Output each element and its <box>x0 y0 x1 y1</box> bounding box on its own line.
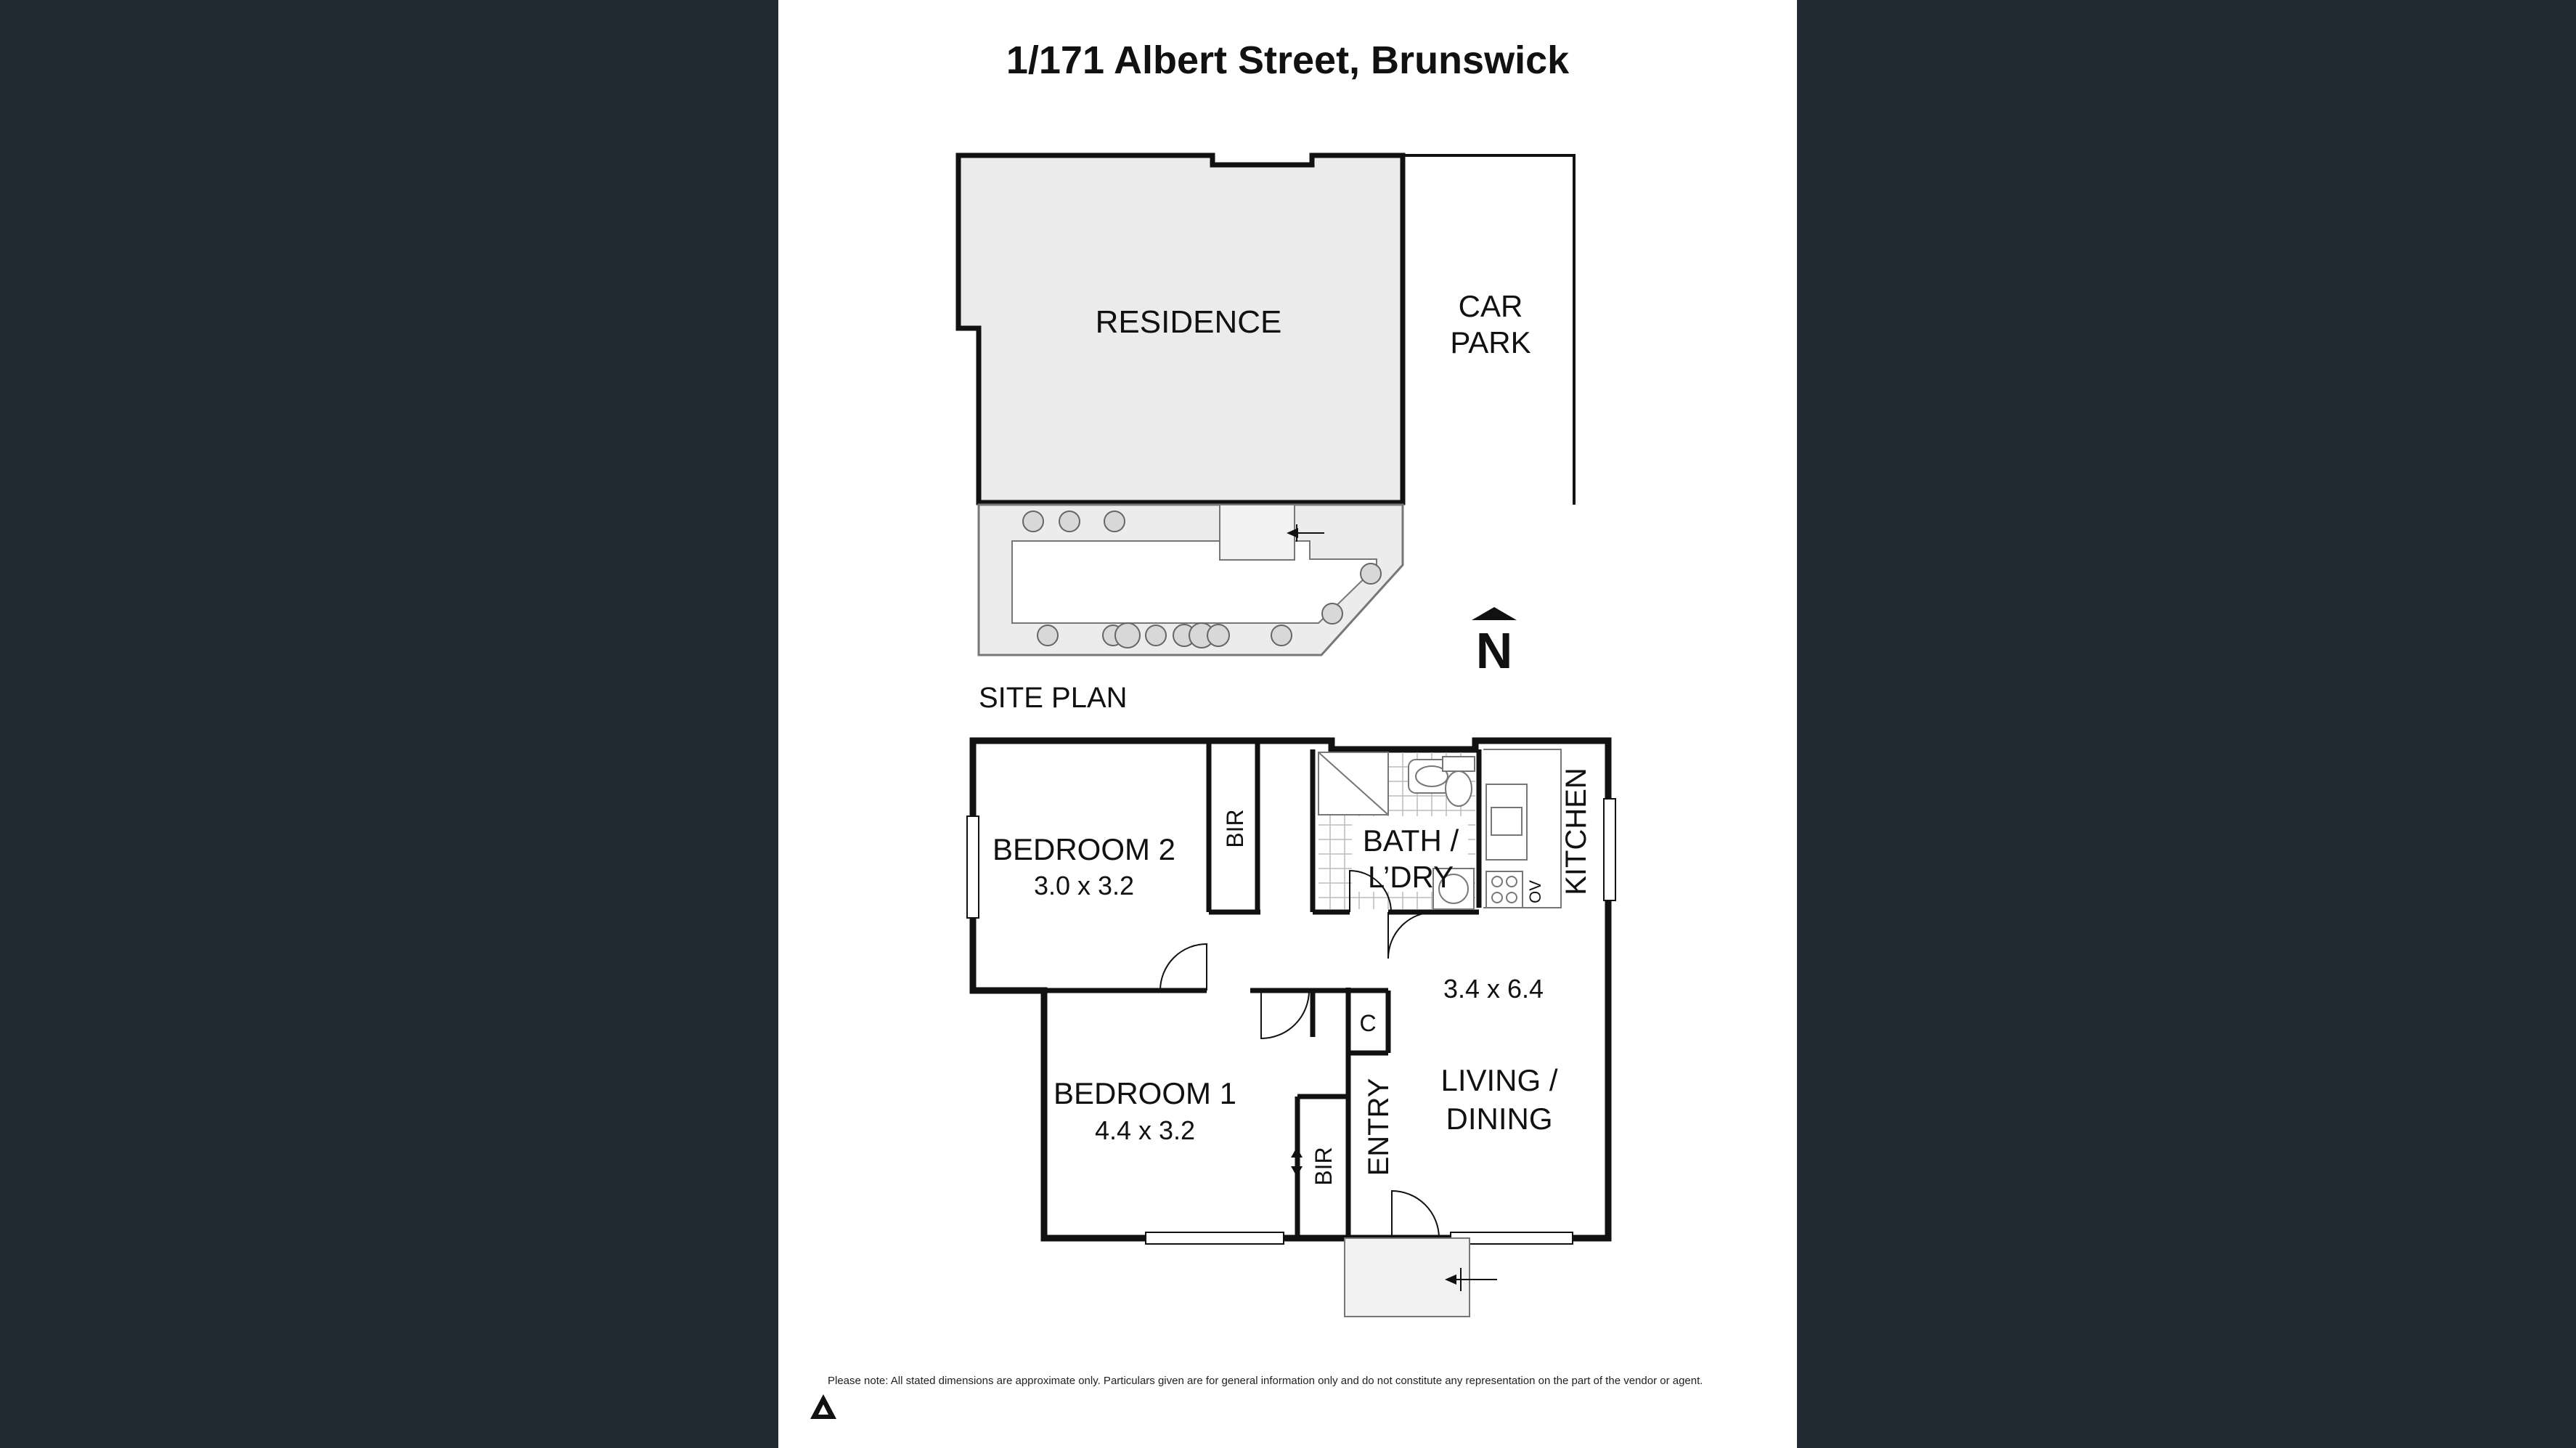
bedroom2-label: BEDROOM 2 <box>993 832 1175 866</box>
kitchen-label: KITCHEN <box>1560 768 1592 895</box>
kitchen-bench <box>1483 749 1562 908</box>
bath-label-line2: L’DRY <box>1368 860 1454 894</box>
site-plan: RESIDENCE CAR PARK <box>955 152 1576 714</box>
property-address-title: 1/171 Albert Street, Brunswick <box>1006 38 1570 82</box>
entry-landing <box>1344 1237 1470 1317</box>
garden-shrubs <box>1022 511 1382 648</box>
cupboard-label: C <box>1359 1010 1376 1036</box>
courtyard-step <box>1219 504 1295 561</box>
floor-plan: BEDROOM 2 3.0 x 3.2 BIR BATH / L’DRY KIT… <box>966 737 1616 1317</box>
courtyard-entry-arrow <box>1287 524 1324 542</box>
living-dims: 3.4 x 6.4 <box>1443 974 1544 1004</box>
car-park-label-line1: CAR <box>1459 289 1523 323</box>
north-label: N <box>1476 622 1513 679</box>
entry-label: ENTRY <box>1363 1078 1395 1176</box>
bedroom1-label: BEDROOM 1 <box>1053 1076 1236 1110</box>
car-park-label-line2: PARK <box>1450 325 1530 359</box>
bir-bottom-label: BIR <box>1311 1147 1337 1185</box>
car-park-boundary <box>1403 154 1576 505</box>
residence-label: RESIDENCE <box>1096 304 1282 340</box>
north-arrow: N <box>1472 607 1517 679</box>
bir-top-label: BIR <box>1222 809 1248 847</box>
disclaimer-text: Please note: All stated dimensions are a… <box>828 1375 1703 1387</box>
entry-arrow <box>1445 1268 1497 1291</box>
oven-label: OV <box>1526 880 1544 903</box>
doors <box>1159 869 1440 1239</box>
windows <box>966 798 1616 1245</box>
bedroom2-dims: 3.0 x 3.2 <box>1034 871 1134 900</box>
bedroom1-dims: 4.4 x 3.2 <box>1095 1115 1195 1145</box>
washing-machine <box>1432 868 1475 910</box>
floor-plan-drawing: RESIDENCE CAR PARK <box>810 152 1616 1419</box>
courtyard-path <box>1011 540 1377 624</box>
site-plan-label: SITE PLAN <box>979 682 1128 714</box>
living-label-line2: DINING <box>1446 1102 1553 1136</box>
toilet <box>1442 756 1475 807</box>
bath-label-line1: BATH / <box>1363 823 1459 858</box>
living-label-line1: LIVING / <box>1440 1063 1557 1097</box>
agency-logo <box>810 1394 836 1419</box>
shower <box>1318 752 1389 815</box>
bir-bottom-door-arrows <box>1291 1147 1303 1176</box>
floorplan-sheet: 1/171 Albert Street, Brunswick RESIDENCE… <box>778 0 1797 1448</box>
